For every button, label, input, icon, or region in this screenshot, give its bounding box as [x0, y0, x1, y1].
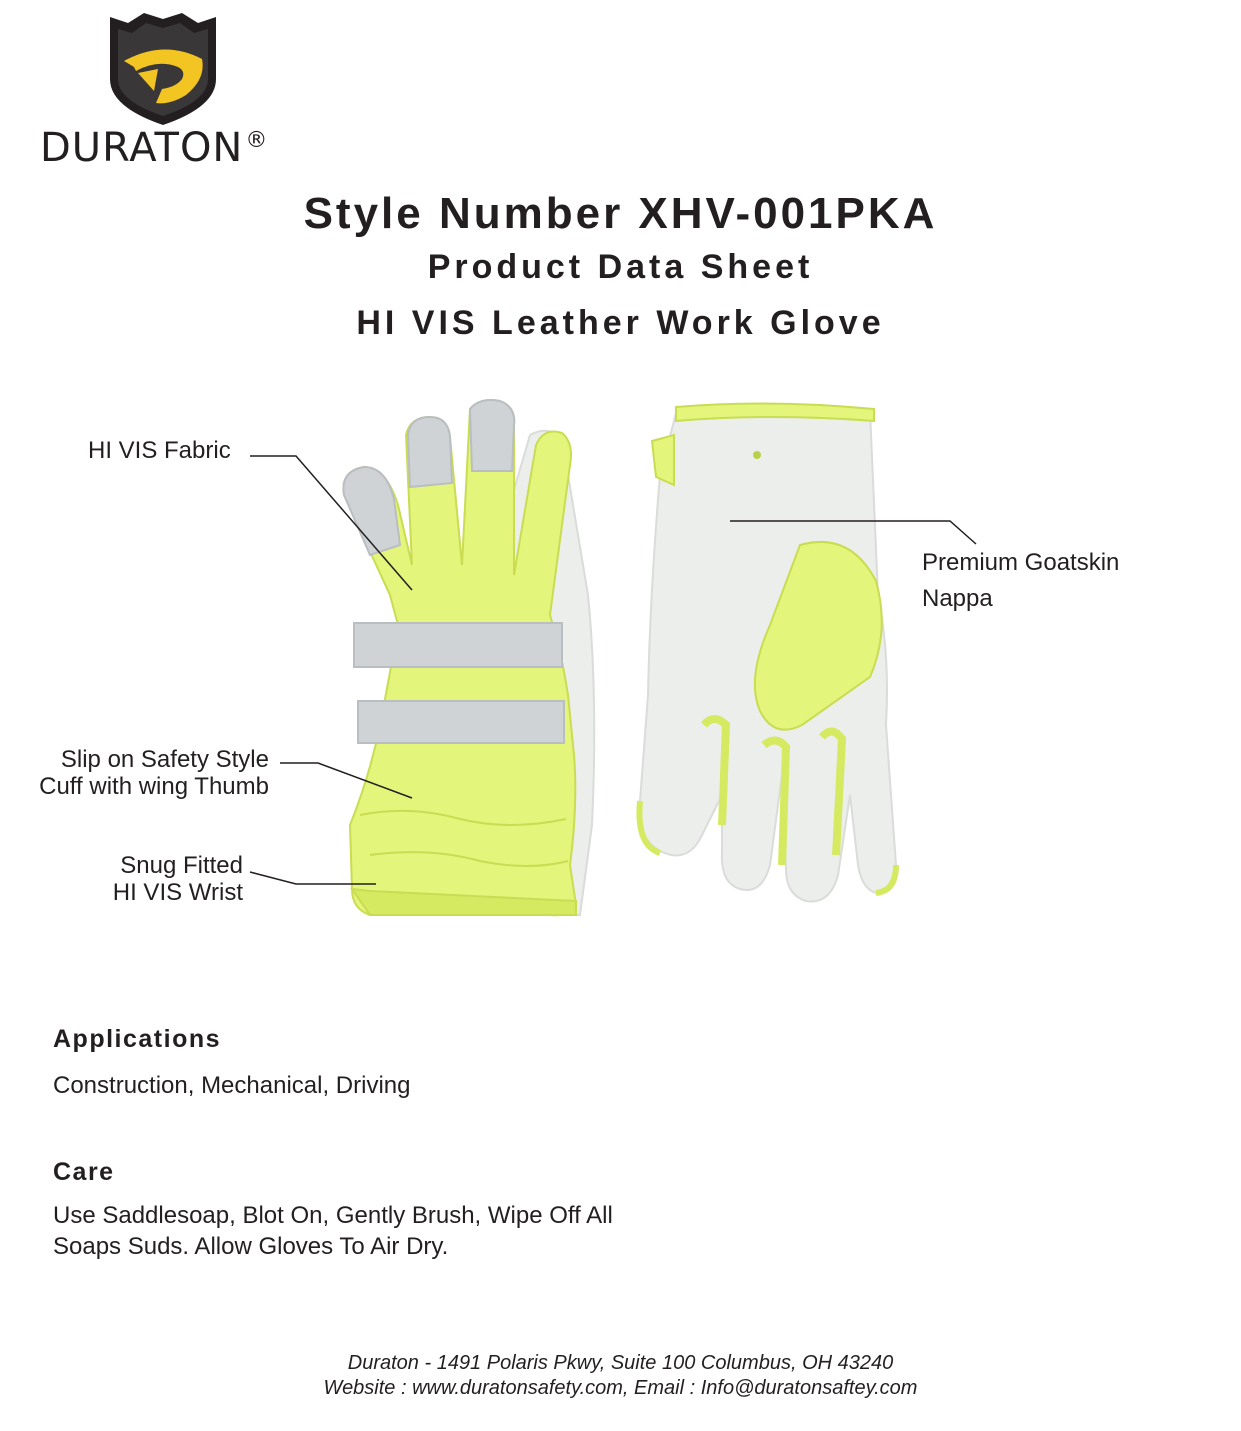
- work-glove-pair-image: [342, 399, 899, 917]
- brand-name: DURATON: [40, 125, 244, 171]
- callout-wrist-line-1: Snug Fitted: [120, 852, 243, 879]
- callout-goatskin-line-1: Premium Goatskin: [922, 549, 1120, 576]
- callout-goatskin: Premium Goatskin Nappa: [922, 545, 1119, 617]
- care-body: Use Saddlesoap, Blot On, Gently Brush, W…: [53, 1200, 613, 1262]
- callout-hi-vis-fabric: HI VIS Fabric: [88, 437, 231, 464]
- glove-back-view: [342, 399, 596, 917]
- callout-cuff-line-1: Slip on Safety Style: [60, 746, 269, 773]
- callout-cuff: Slip on Safety Style Cuff with wing Thum…: [39, 746, 269, 800]
- applications-heading: Applications: [53, 1025, 222, 1053]
- care-body-line-1: Use Saddlesoap, Blot On, Gently Brush, W…: [53, 1202, 613, 1229]
- callout-cuff-line-2: Cuff with wing Thumb: [39, 773, 269, 800]
- sheet-title: Product Data Sheet: [427, 248, 814, 286]
- footer-contact: Website : www.duratonsafety.com, Email :…: [323, 1377, 918, 1399]
- care-heading: Care: [53, 1158, 115, 1186]
- glove-palm-view: [636, 402, 899, 903]
- callout-wrist-line-2: HI VIS Wrist: [112, 879, 243, 906]
- callout-wrist: Snug Fitted HI VIS Wrist: [113, 852, 243, 906]
- style-number-title: Style Number XHV-001PKA: [303, 189, 938, 238]
- registered-mark: ®: [245, 128, 269, 153]
- care-body-line-2: Soaps Suds. Allow Gloves To Air Dry.: [53, 1233, 449, 1260]
- duraton-wordmark: DURATON®: [40, 128, 268, 168]
- callout-goatskin-line-2: Nappa: [922, 585, 993, 612]
- footer-address: Duraton - 1491 Polaris Pkwy, Suite 100 C…: [347, 1352, 894, 1374]
- applications-body: Construction, Mechanical, Driving: [53, 1072, 411, 1099]
- duraton-shield-logo: [110, 13, 216, 125]
- product-name: HI VIS Leather Work Glove: [356, 304, 885, 342]
